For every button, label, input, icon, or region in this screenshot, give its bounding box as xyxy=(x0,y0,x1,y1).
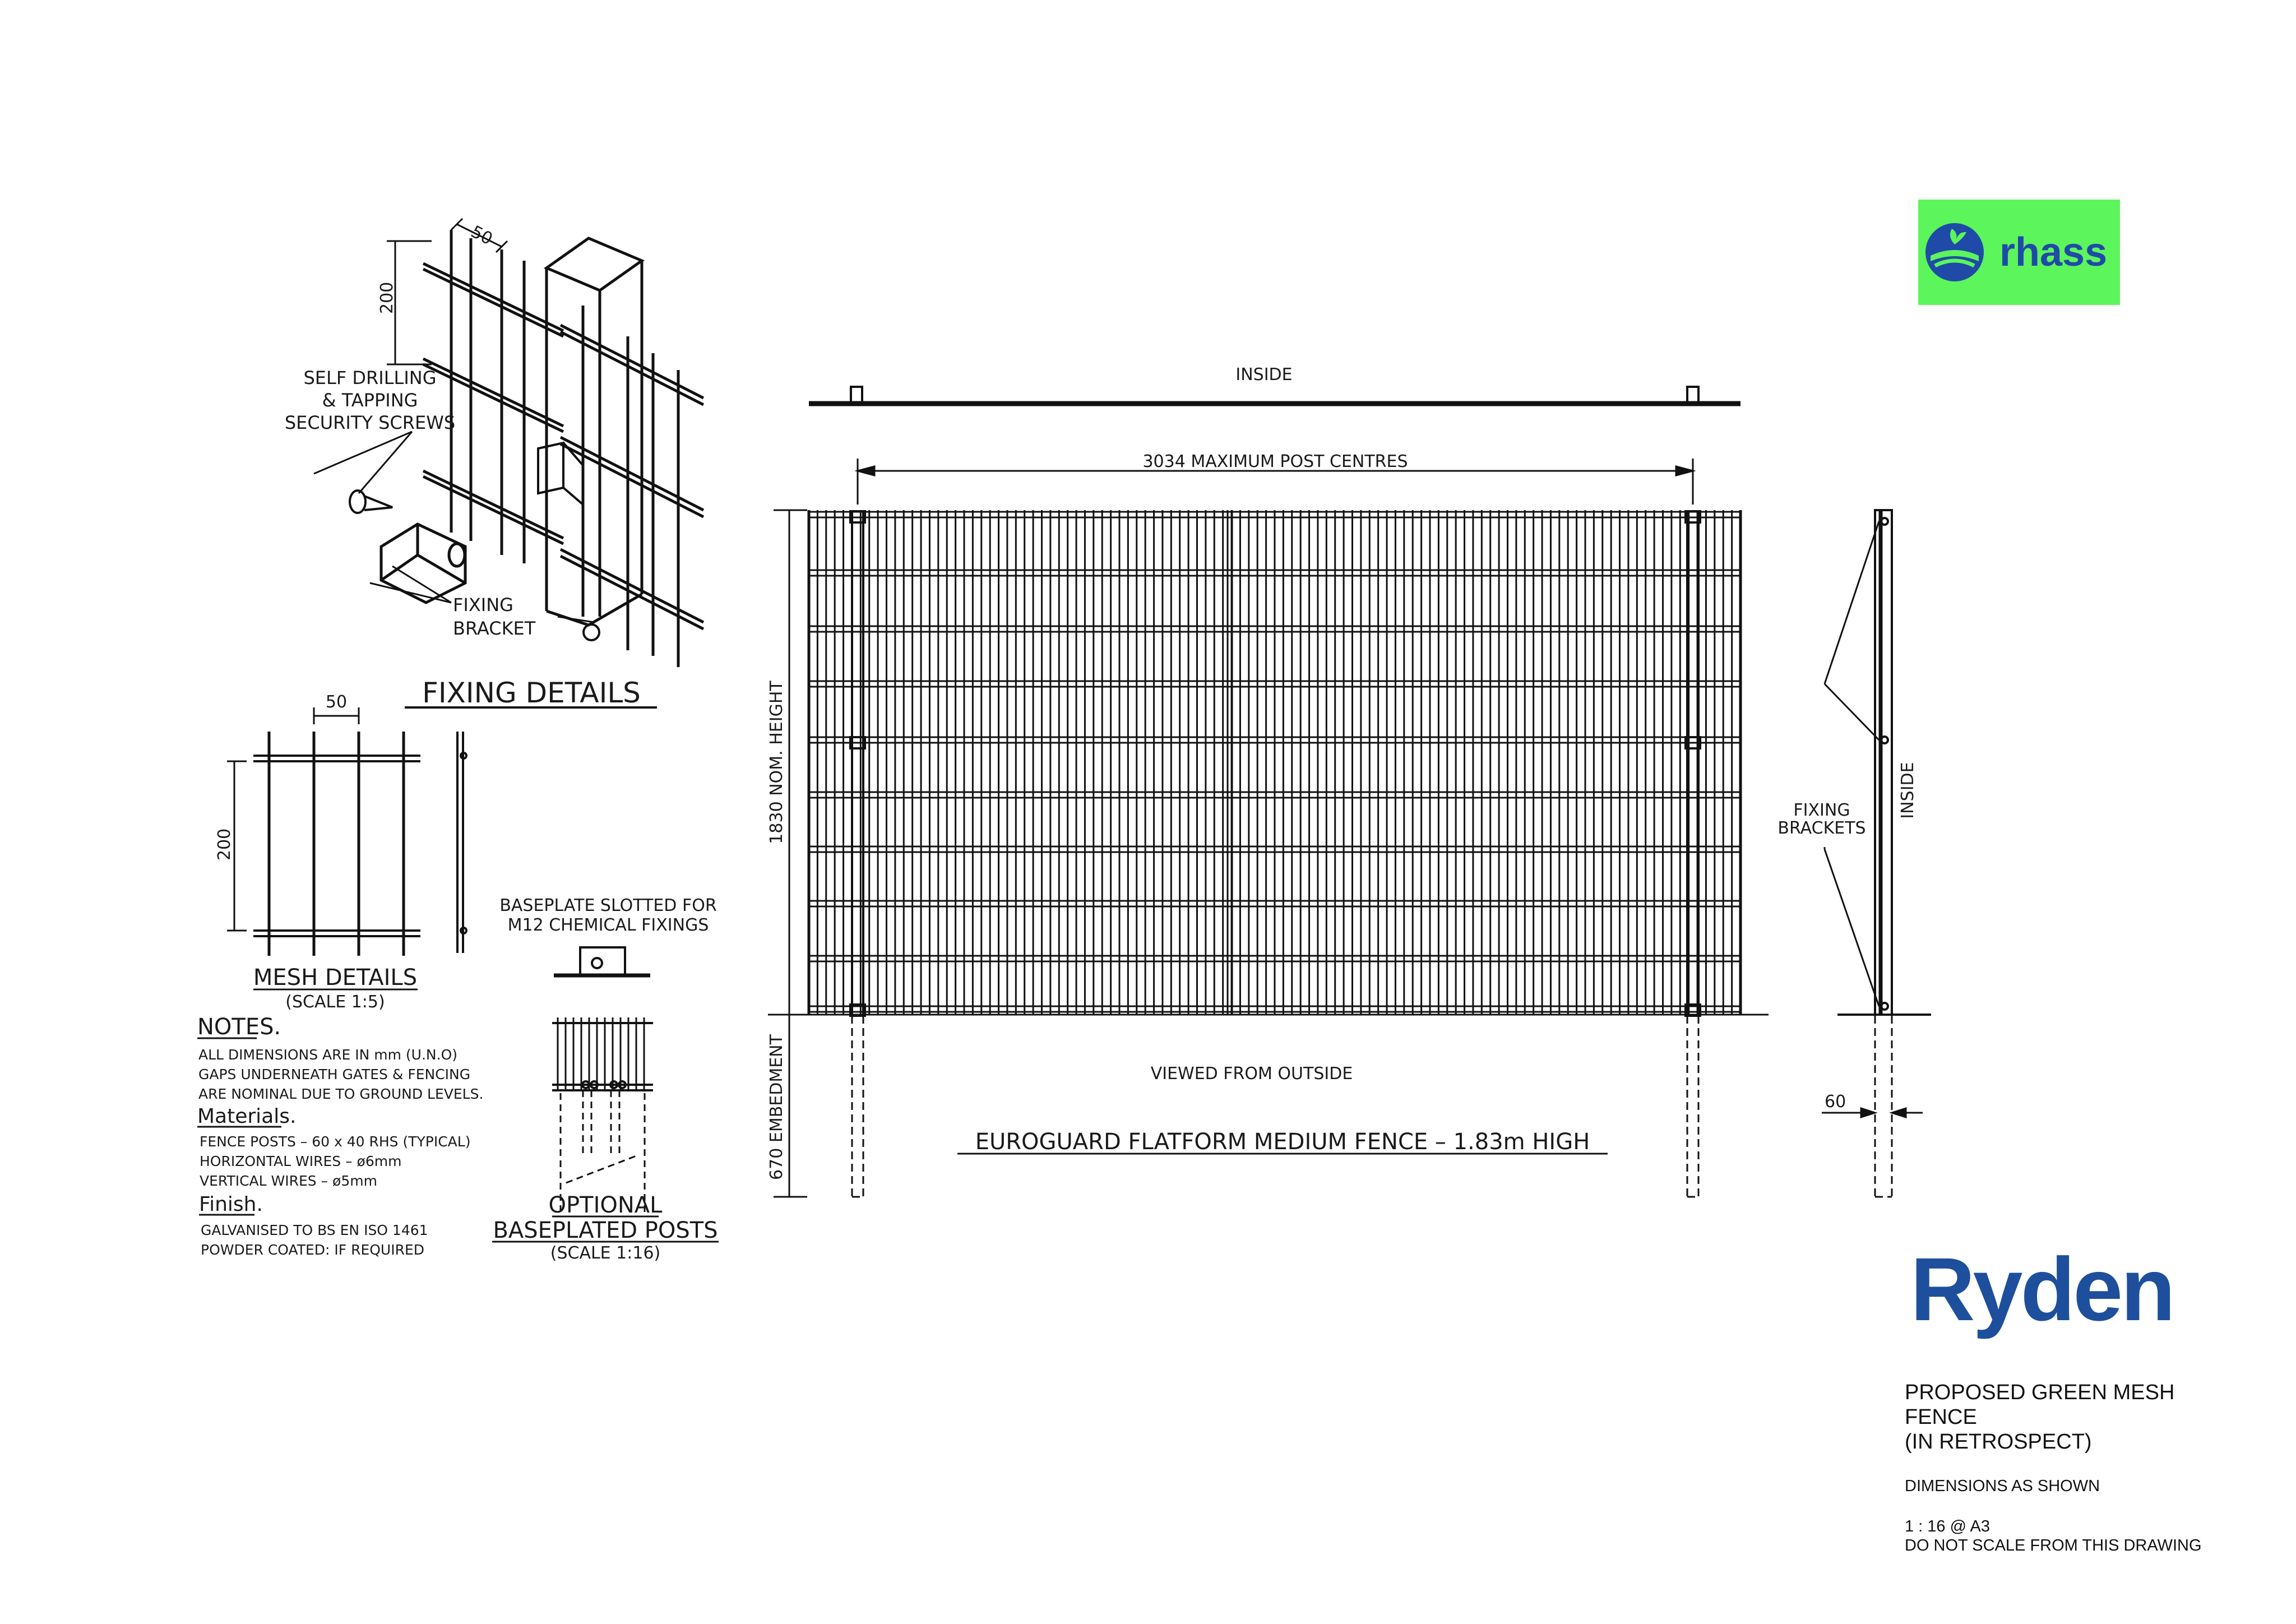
baseplated-posts: BASEPLATE SLOTTED FOR M12 CHEMICAL FIXIN… xyxy=(492,896,719,1263)
fence-side-view: FIXING BRACKETS INSIDE 60 xyxy=(1777,509,1931,1198)
drawing-title-line-1: PROPOSED GREEN MESH xyxy=(1905,1381,2175,1404)
materials-line-2: HORIZONTAL WIRES – ø6mm xyxy=(200,1153,401,1169)
finish-line-1: GALVANISED TO BS EN ISO 1461 xyxy=(201,1222,428,1238)
drawing-title-line-3: (IN RETROSPECT) xyxy=(1905,1430,2092,1454)
drawing-title-line-2: FENCE xyxy=(1905,1405,1977,1429)
mesh-dim-200-label: 200 xyxy=(215,829,234,860)
fence-elevation: INSIDE 3034 MAXIMUM POST CENTRES xyxy=(767,365,1769,1198)
mesh-details-scale: (SCALE 1:5) xyxy=(285,992,385,1012)
baseplate-scale: (SCALE 1:16) xyxy=(550,1243,661,1263)
plan-inside-label: INSIDE xyxy=(1235,365,1292,385)
do-not-scale-note: DO NOT SCALE FROM THIS DRAWING xyxy=(1905,1537,2202,1554)
fixing-details-title: FIXING DETAILS xyxy=(422,677,641,709)
baseplate-label-2: M12 CHEMICAL FIXINGS xyxy=(508,915,709,935)
height-dim-label: 1830 NOM. HEIGHT xyxy=(767,681,786,844)
scale-note: 1 : 16 @ A3 xyxy=(1905,1517,1990,1535)
notes-block: NOTES. ALL DIMENSIONS ARE IN mm (U.N.O) … xyxy=(197,1014,483,1258)
elevation-title: EUROGUARD FLATFORM MEDIUM FENCE – 1.83m … xyxy=(975,1129,1590,1155)
notes-heading: NOTES. xyxy=(197,1014,281,1040)
fixing-bracket-isometric xyxy=(379,522,467,604)
notes-line-2: GAPS UNDERNEATH GATES & FENCING xyxy=(198,1066,470,1082)
side-inside-label: INSIDE xyxy=(1898,762,1918,818)
baseplate-title-2: BASEPLATED POSTS xyxy=(493,1218,718,1243)
materials-line-1: FENCE POSTS – 60 x 40 RHS (TYPICAL) xyxy=(200,1133,470,1150)
ryden-logo: Ryden xyxy=(1910,1239,2175,1339)
notes-line-1: ALL DIMENSIONS ARE IN mm (U.N.O) xyxy=(198,1047,457,1063)
rhass-emblem-icon: rhass xyxy=(1925,223,2107,281)
screws-label-2: & TAPPING xyxy=(322,390,418,411)
title-block: PROPOSED GREEN MESH FENCE (IN RETROSPECT… xyxy=(1905,1380,2219,1555)
fixing-brackets-label-2: BRACKETS xyxy=(1777,818,1866,838)
mesh-dim-50-label: 50 xyxy=(326,692,347,712)
baseplate-title-1: OPTIONAL xyxy=(549,1192,663,1218)
fixing-brackets-label-1: FIXING xyxy=(1793,801,1850,820)
bracket-label-1: FIXING xyxy=(453,594,513,616)
finish-line-2: POWDER COATED: IF REQUIRED xyxy=(201,1242,424,1258)
rhass-logo: rhass xyxy=(1918,200,2120,305)
mesh-details: 50 200 MESH DETAILS (SCALE 1:5) xyxy=(215,692,467,1012)
materials-heading: Materials. xyxy=(197,1105,296,1128)
mesh-details-title: MESH DETAILS xyxy=(253,965,417,991)
notes-line-3: ARE NOMINAL DUE TO GROUND LEVELS. xyxy=(198,1086,483,1102)
screws-label-1: SELF DRILLING xyxy=(303,367,436,388)
materials-line-3: VERTICAL WIRES – ø5mm xyxy=(200,1173,377,1189)
screws-label-3: SECURITY SCREWS xyxy=(285,412,455,433)
iso-dim-200 xyxy=(387,240,432,365)
security-screw xyxy=(349,489,393,514)
rhass-wordmark: rhass xyxy=(1999,230,2107,275)
side-dim-60-label: 60 xyxy=(1825,1092,1846,1112)
fixing-details-isometric: 50 200 SELF DRILLING & TA xyxy=(285,218,705,709)
iso-dim-200-label: 200 xyxy=(377,282,397,314)
viewed-from-label: VIEWED FROM OUTSIDE xyxy=(1151,1064,1353,1084)
embedment-dim-label: 670 EMBEDMENT xyxy=(767,1034,786,1180)
post-centres-label: 3034 MAXIMUM POST CENTRES xyxy=(1142,452,1408,471)
posts xyxy=(849,510,1701,1017)
dimensions-note: DIMENSIONS AS SHOWN xyxy=(1905,1477,2100,1495)
baseplate-label-1: BASEPLATE SLOTTED FOR xyxy=(499,896,716,915)
finish-heading: Finish. xyxy=(199,1193,263,1216)
bracket-label-2: BRACKET xyxy=(453,618,536,639)
iso-dim-50 xyxy=(450,218,508,253)
